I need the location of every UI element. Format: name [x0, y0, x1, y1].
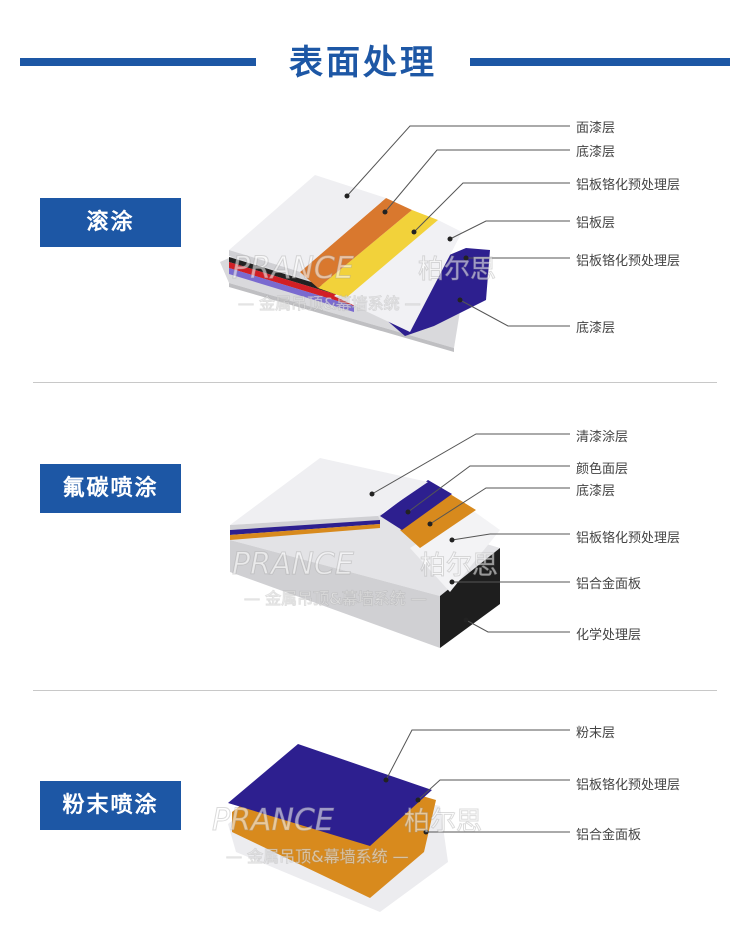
layer-label: 粉末层	[576, 726, 616, 741]
section-divider	[33, 690, 717, 691]
layer-label: 底漆层	[576, 145, 616, 160]
color-layer-purple	[380, 480, 452, 530]
watermark-brand: PRANCE	[212, 803, 334, 838]
layer-label: 铝板层	[576, 216, 616, 231]
layer-label: 底漆层	[576, 484, 616, 499]
layer-label: 铝合金面板	[576, 828, 642, 843]
primer-layer-amber	[400, 494, 476, 548]
watermark-brand-cn: 柏尔思	[420, 551, 498, 581]
page-title: 表面处理	[289, 43, 437, 83]
layer-label: 铝合金面板	[576, 577, 642, 592]
watermark-slogan: — 金属吊顶&幕墙系统 —	[226, 847, 409, 866]
watermark-brand-cn: 柏尔思	[418, 255, 496, 285]
watermark-slogan: — 金属吊顶&幕墙系统 —	[244, 589, 427, 608]
watermark-brand-cn: 柏尔思	[404, 807, 482, 837]
section-label-powder-coating: 粉末喷涂	[40, 781, 181, 830]
alloy-panel-slab	[228, 772, 448, 912]
powder-layer-purple	[228, 744, 432, 846]
watermark-brand: PRANCE	[232, 251, 354, 286]
pretreatment-layer-purple	[356, 248, 490, 336]
bottom-primer-slab	[220, 220, 468, 348]
layer-label: 铝板铬化预处理层	[576, 531, 681, 546]
clear-coat-layer	[230, 458, 428, 525]
layer-label: 铝板铬化预处理层	[576, 254, 681, 269]
chemical-treatment-edge	[440, 548, 500, 648]
title-bar-left	[20, 58, 256, 66]
title-bar-right	[470, 58, 730, 66]
layer-label: 面漆层	[576, 121, 616, 136]
section-divider	[33, 382, 717, 383]
pretreatment-layer-yellow	[318, 210, 438, 298]
primer-layer-orange	[300, 198, 412, 288]
layer-label: 底漆层	[576, 321, 616, 336]
section-label-roller-coating: 滚涂	[40, 198, 181, 247]
layer-label: 颜色面层	[576, 462, 629, 477]
aluminum-layer	[334, 220, 462, 332]
layer-label: 铝板铬化预处理层	[576, 178, 681, 193]
section-label-fluorocarbon-spray: 氟碳喷涂	[40, 464, 181, 513]
topcoat-layer	[229, 175, 386, 272]
watermark-slogan: — 金属吊顶&幕墙系统 —	[238, 294, 421, 313]
watermark-brand: PRANCE	[232, 547, 354, 582]
pretreatment-layer-amber	[232, 760, 436, 898]
layer-label: 清漆涂层	[576, 430, 629, 445]
layer-label: 化学处理层	[576, 628, 642, 643]
layer-label: 铝板铬化预处理层	[576, 778, 681, 793]
